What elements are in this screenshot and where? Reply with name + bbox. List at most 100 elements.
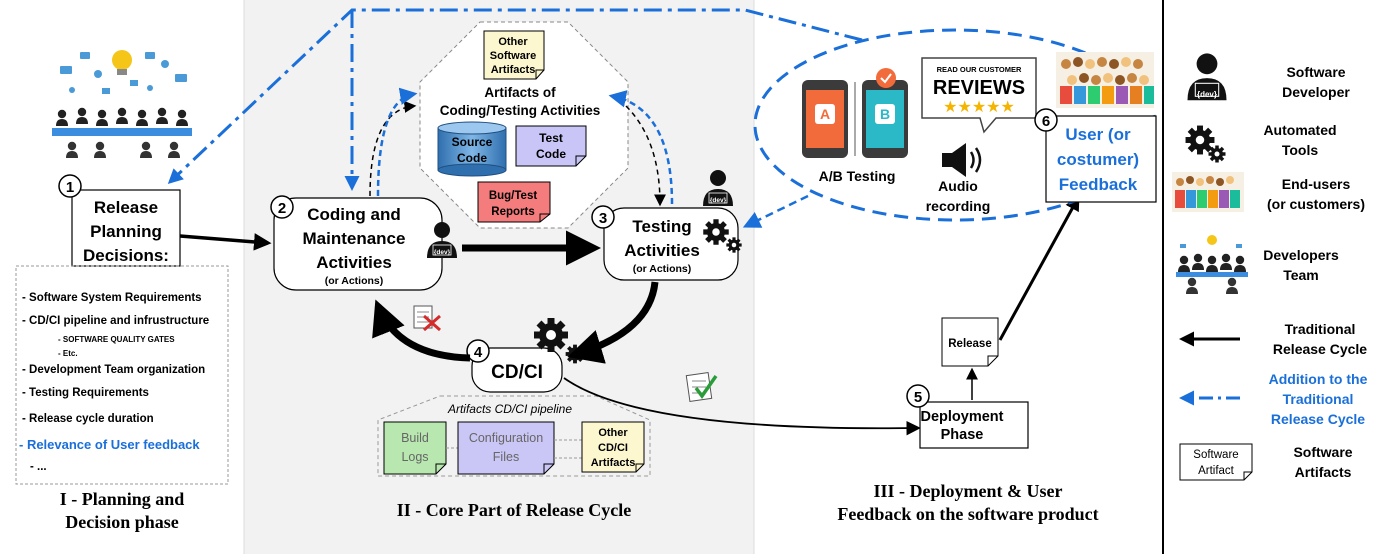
audio-recording-illustration: Audio recording [926, 143, 990, 214]
svg-text:CD/CI: CD/CI [491, 362, 543, 383]
planning-subitem: - SOFTWARE QUALITY GATES [58, 335, 175, 344]
feedback-arrow-to-planning [167, 8, 863, 185]
svg-text:Activities: Activities [316, 253, 392, 272]
artifacts-cdci-pipeline: Artifacts CD/CI pipeline Build Logs Conf… [377, 395, 651, 477]
planning-subitem: - Etc. [58, 349, 78, 358]
speaker-icon [942, 143, 982, 177]
svg-text:(or Actions): (or Actions) [325, 275, 384, 287]
svg-text:Other: Other [598, 427, 628, 439]
legend-item-traditional-cycle: Traditional Release Cycle [1179, 321, 1367, 357]
node-coding-maintenance: Coding and Maintenance Activities (or Ac… [270, 195, 443, 291]
svg-text:Artifacts: Artifacts [491, 64, 536, 76]
node-deployment: Deployment Phase 5 [906, 384, 1029, 449]
arrow-planning-to-coding [179, 233, 272, 251]
planning-item: - Release cycle duration [22, 413, 154, 425]
svg-text:Feedback: Feedback [1059, 175, 1138, 194]
developers-team-illustration [52, 50, 192, 158]
step-number-6: 6 [1042, 113, 1050, 130]
pipeline-artifacts-title: Artifacts CD/CI pipeline [447, 402, 572, 416]
svg-text:REVIEWS: REVIEWS [933, 77, 1025, 99]
svg-text:READ OUR CUSTOMER: READ OUR CUSTOMER [937, 65, 1022, 74]
legend-item-software-developer: {dev} Software Developer [1186, 52, 1350, 101]
svg-text:Artifact: Artifact [1198, 465, 1235, 477]
planning-item: - Development Team organization [22, 364, 205, 376]
svg-text:Traditional: Traditional [1283, 391, 1354, 407]
artifacts-coding-testing: Other Software Artifacts Artifacts of Co… [419, 21, 629, 229]
blue-arrow-coding-artifacts [376, 87, 418, 197]
end-users-icon [1172, 172, 1244, 212]
svg-text:Audio: Audio [938, 178, 978, 194]
svg-text:Automated: Automated [1263, 122, 1336, 138]
software-artifact-icon: Software Artifact [1179, 443, 1253, 481]
svg-text:Files: Files [493, 450, 519, 464]
arrow-coding-to-artifacts [369, 100, 417, 197]
svg-text:Release Cycle: Release Cycle [1271, 411, 1365, 427]
svg-text:Deployment: Deployment [921, 409, 1004, 425]
other-software-artifacts-note: Other Software Artifacts [483, 30, 545, 80]
ab-testing-illustration: A B A/B Testing [802, 68, 908, 184]
arrow-cdci-to-deployment [563, 377, 921, 436]
arrow-cdci-to-coding [372, 299, 471, 362]
svg-text:Activities: Activities [624, 241, 700, 260]
svg-text:costumer): costumer) [1057, 150, 1139, 169]
svg-text:Code: Code [536, 147, 566, 161]
artifacts-title-2: Coding/Testing Activities [440, 103, 601, 118]
planning-item: - Software System Requirements [22, 292, 202, 304]
developer-icon-coding: {dev} [426, 221, 458, 259]
svg-text:Code: Code [457, 151, 487, 165]
svg-text:Software: Software [1193, 449, 1238, 461]
svg-text:Developers: Developers [1263, 247, 1339, 263]
svg-text:User (or: User (or [1065, 125, 1131, 144]
svg-text:Release Cycle: Release Cycle [1273, 341, 1367, 357]
svg-text:Test: Test [539, 131, 563, 145]
svg-text:Planning: Planning [90, 222, 162, 241]
legend-item-automated-tools: Automated Tools [1185, 122, 1337, 163]
step-number-4: 4 [474, 344, 483, 361]
passed-build-icon [685, 372, 718, 402]
section-title-deploy-2: Feedback on the software product [837, 504, 1098, 524]
svg-text:Software: Software [490, 50, 536, 62]
svg-text:Phase: Phase [941, 427, 984, 443]
planning-item: - CD/CI pipeline and infrustructure [22, 315, 209, 327]
section-title-core: II - Core Part of Release Cycle [397, 500, 632, 520]
bug-test-reports-note: Bug/Test Reports [477, 181, 551, 223]
svg-text:End-users: End-users [1282, 176, 1351, 192]
planning-item: - ... [30, 461, 47, 473]
planning-item-highlight: - Relevance of User feedback [19, 437, 200, 452]
svg-text:Software: Software [1293, 444, 1352, 460]
step-number-1: 1 [66, 179, 74, 196]
artifacts-title: Artifacts of [484, 85, 556, 100]
customer-reviews-badge: READ OUR CUSTOMER REVIEWS ★★★★★ [921, 57, 1037, 134]
other-cdci-artifacts-note [581, 421, 645, 473]
svg-text:Other: Other [498, 36, 528, 48]
step-number-5: 5 [914, 389, 922, 406]
failed-build-icon [413, 305, 441, 332]
svg-text:Decisions:: Decisions: [83, 246, 169, 265]
svg-text:{dev}: {dev} [710, 197, 727, 204]
svg-text:Developer: Developer [1282, 84, 1350, 100]
svg-text:B: B [880, 106, 890, 122]
release-document: Release [941, 317, 999, 367]
svg-text:Reports: Reports [491, 206, 534, 218]
node-testing: Testing Activities (or Actions) 3 [591, 205, 739, 281]
feedback-arrow-to-testing [742, 194, 809, 228]
developer-icon-testing: {dev} [702, 169, 734, 207]
planning-items-box: - Software System Requirements - CD/CI p… [15, 265, 229, 485]
node-cdci: CD/CI 4 [466, 339, 563, 393]
svg-text:Build: Build [401, 431, 429, 445]
svg-text:A: A [820, 106, 830, 122]
node-user-feedback: User (or costumer) Feedback 6 [1034, 108, 1157, 203]
configuration-files-note [457, 421, 555, 475]
ab-testing-label: A/B Testing [819, 168, 896, 184]
arrow-testing-to-cdci [567, 281, 659, 364]
svg-text:Coding and: Coding and [307, 205, 400, 224]
legend-item-addition: Addition to the Traditional Release Cycl… [1179, 371, 1368, 427]
svg-text:Software: Software [1286, 64, 1345, 80]
svg-text:Tools: Tools [1282, 142, 1319, 158]
blue-arrow-testing-artifacts [608, 90, 674, 205]
svg-text:Testing: Testing [632, 217, 691, 236]
legend-item-software-artifacts: Software Artifact Software Artifacts [1179, 443, 1353, 481]
arrow-release-to-feedback [998, 195, 1080, 341]
svg-text:Artifacts: Artifacts [1295, 464, 1352, 480]
